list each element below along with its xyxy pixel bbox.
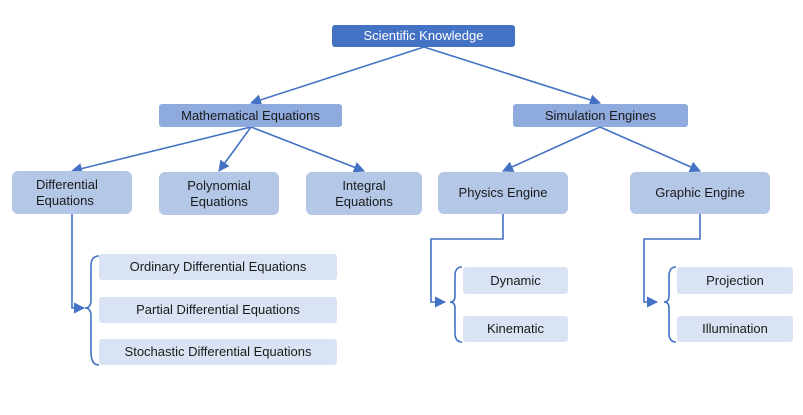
edge-graphic-types [643, 214, 701, 308]
node-simulation-engines: Simulation Engines [513, 104, 688, 127]
node-mathematical-equations: Mathematical Equations [159, 104, 342, 127]
node-physics-engine: Physics Engine [438, 172, 568, 214]
leaf-projection: Projection [677, 267, 793, 294]
brace-physics-types [449, 266, 463, 343]
edge-root-math [249, 46, 425, 106]
leaf-stochastic-differential-equations: Stochastic Differential Equations [99, 339, 337, 365]
leaf-kinematic: Kinematic [463, 316, 568, 342]
edge-sim-graphic [599, 126, 702, 173]
edge-differential-types [71, 214, 86, 314]
edge-root-sim [423, 46, 602, 106]
node-scientific-knowledge: Scientific Knowledge [332, 25, 515, 47]
node-differential-equations: Differential Equations [12, 171, 132, 214]
leaf-illumination: Illumination [677, 316, 793, 342]
node-polynomial-equations: Polynomial Equations [159, 172, 279, 215]
leaf-dynamic: Dynamic [463, 267, 568, 294]
edge-sim-physics [501, 126, 601, 172]
leaf-ordinary-differential-equations: Ordinary Differential Equations [99, 254, 337, 280]
edge-physics-types [430, 214, 504, 308]
node-integral-equations: Integral Equations [306, 172, 422, 215]
node-graphic-engine: Graphic Engine [630, 172, 770, 214]
leaf-partial-differential-equations: Partial Differential Equations [99, 297, 337, 323]
brace-differential-types [84, 255, 100, 366]
brace-graphic-types [663, 266, 677, 343]
edge-math-polynomial [218, 126, 252, 172]
edge-math-integral [250, 126, 366, 173]
edge-math-differential [70, 126, 252, 175]
